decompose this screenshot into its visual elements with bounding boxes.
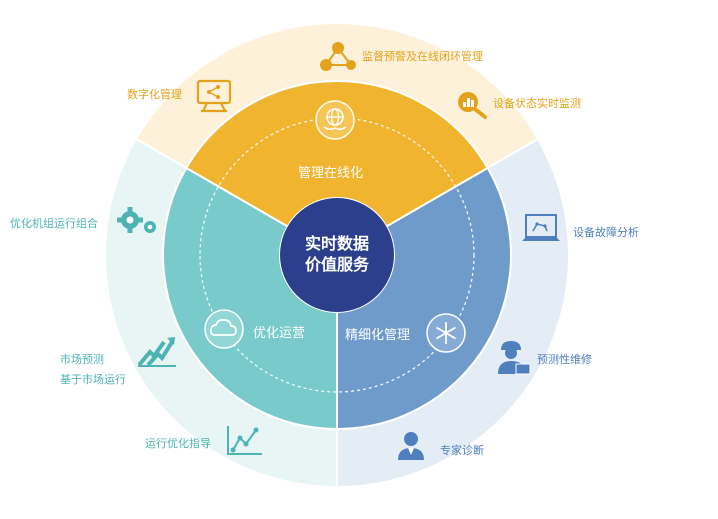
dashed-orbit	[199, 117, 475, 393]
globe-hand-icon	[315, 100, 355, 140]
expert-user-icon	[398, 432, 424, 460]
segment-label-left: 优化运营	[253, 326, 306, 341]
item-expert-diagnosis: 专家诊断	[440, 444, 484, 457]
line-chart-icon	[227, 426, 262, 455]
network-nodes-icon	[320, 42, 356, 71]
center-line-1: 实时数据	[304, 234, 369, 253]
item-fault-analysis: 设备故障分析	[573, 226, 639, 239]
item-predictive-maintenance: 预测性维修	[537, 353, 592, 366]
item-market-forecast: 市场预测	[60, 353, 104, 366]
cloud-icon	[204, 309, 244, 349]
item-supervision-warning: 监督预警及在线闭环管理	[362, 50, 483, 63]
gears-icon	[117, 207, 156, 233]
magnifier-icon	[458, 92, 487, 119]
segment-label-top: 管理在线化	[298, 166, 364, 181]
monitor-share-icon	[196, 79, 232, 113]
item-market-operation: 基于市场运行	[60, 373, 126, 386]
trend-arrows-icon	[137, 337, 176, 367]
engineer-laptop-icon	[498, 341, 531, 375]
item-operation-guidance: 运行优化指导	[145, 437, 211, 450]
item-status-monitoring: 设备状态实时监测	[493, 97, 581, 110]
center-title: 实时数据 价值服务	[277, 233, 397, 275]
snowflake-icon	[426, 313, 466, 353]
segment-label-right: 精细化管理	[345, 328, 411, 343]
center-line-2: 价值服务	[304, 255, 369, 274]
laptop-robot-arm-icon	[522, 214, 560, 241]
item-digital-management: 数字化管理	[127, 88, 182, 101]
item-unit-combination: 优化机组运行组合	[10, 217, 98, 230]
center-circle	[280, 198, 394, 312]
